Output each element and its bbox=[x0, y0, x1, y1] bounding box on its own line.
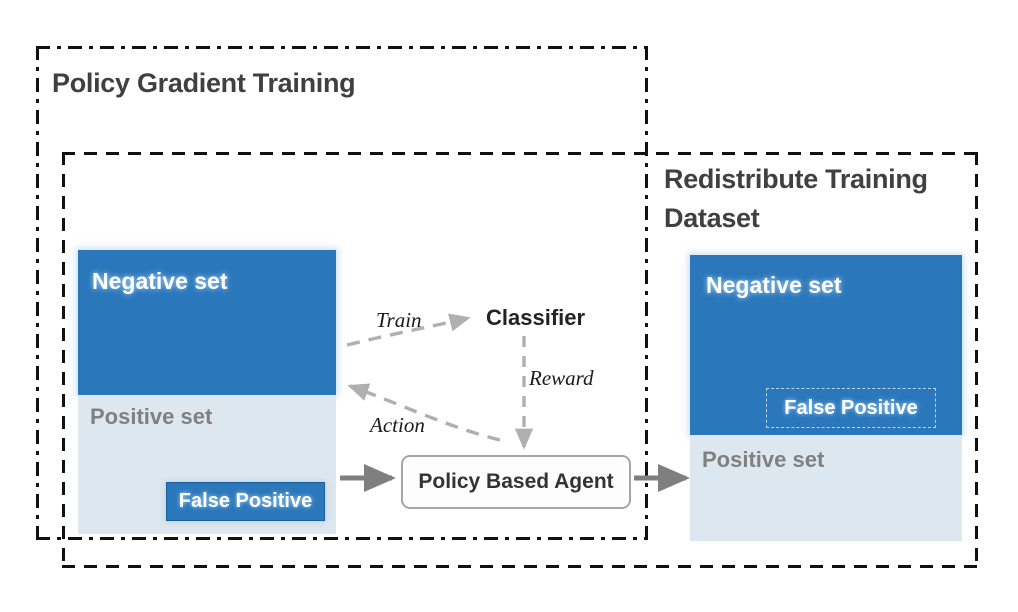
train-edge-label: Train bbox=[376, 308, 422, 332]
right-positive-set-label: Positive set bbox=[702, 447, 825, 472]
policy-based-agent-node[interactable]: Policy Based Agent bbox=[401, 455, 631, 509]
left-negative-set-label: Negative set bbox=[92, 268, 228, 294]
classifier-node-label: Classifier bbox=[486, 305, 586, 330]
redistribute-panel-title: Redistribute Training Dataset bbox=[664, 164, 928, 234]
left-positive-set-label: Positive set bbox=[90, 404, 213, 429]
reward-edge-label: Reward bbox=[529, 366, 594, 390]
policy-gradient-panel-title: Policy Gradient Training bbox=[52, 68, 356, 98]
left-false-positive-chip[interactable]: False Positive bbox=[166, 482, 325, 521]
right-negative-set-label: Negative set bbox=[706, 272, 842, 298]
right-false-positive-chip[interactable]: False Positive bbox=[766, 388, 936, 428]
action-edge-label: Action bbox=[370, 413, 425, 437]
